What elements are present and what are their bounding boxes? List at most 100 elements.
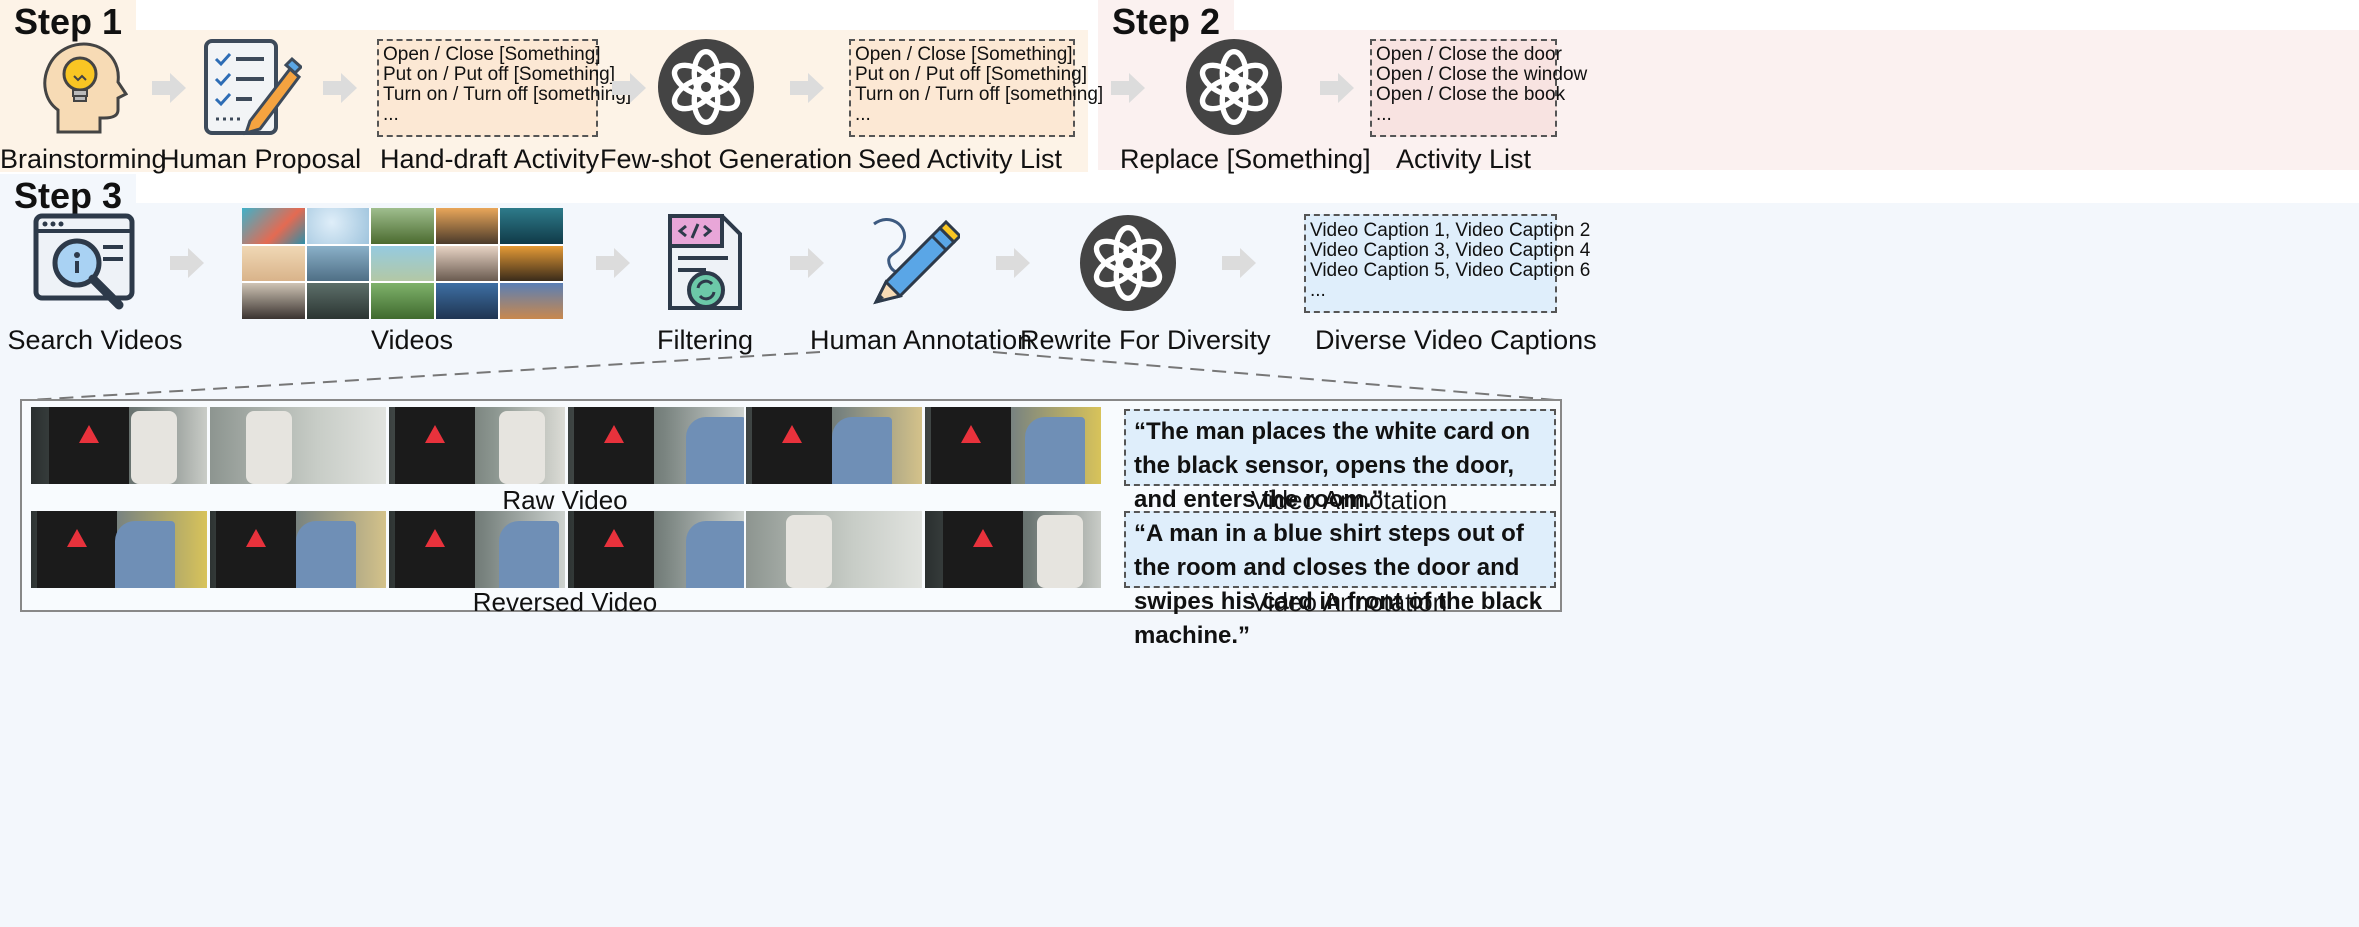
- arrow-icon: [323, 73, 357, 103]
- code-file-sync-icon: [668, 214, 742, 310]
- caption-filtering: Filtering: [656, 325, 754, 355]
- arrow-icon: [790, 73, 824, 103]
- video-thumbnail[interactable]: [306, 208, 370, 244]
- caption-hand-draft: Hand-draft Activity: [380, 144, 600, 174]
- sensor-light: [973, 529, 993, 547]
- sensor-light: [425, 425, 445, 443]
- seed-line: Put on / Put off [Something]: [855, 64, 1088, 85]
- video-frame: [568, 511, 744, 588]
- person-sleeve: [686, 417, 744, 484]
- caption-human-proposal: Human Proposal: [160, 144, 362, 174]
- video-thumbnail[interactable]: [435, 208, 499, 244]
- seed-line: ...: [855, 104, 871, 125]
- video-frame: [746, 511, 922, 588]
- arrow-icon: [612, 73, 646, 103]
- video-thumbnail[interactable]: [306, 283, 370, 319]
- sensor-device: [574, 407, 654, 484]
- video-thumbnail[interactable]: [371, 245, 434, 282]
- openai-logo: [1079, 214, 1177, 312]
- person-sleeve: [499, 521, 559, 588]
- sensor-light: [67, 529, 87, 547]
- video-thumbnail[interactable]: [371, 283, 434, 319]
- video-thumbnail[interactable]: [500, 208, 563, 244]
- caption-human-annotation: Human Annotation: [810, 325, 1033, 355]
- caption-brainstorming: Brainstorming: [0, 144, 167, 174]
- white-card: [1037, 515, 1083, 588]
- pencil-scribble-icon: [873, 217, 960, 305]
- step2-label: Step 2: [1098, 0, 1235, 44]
- sensor-light: [961, 425, 981, 443]
- seed-activity-box: Open / Close [Something] Put on / Put of…: [849, 39, 1104, 137]
- reversed-video-label: Reversed Video: [472, 587, 658, 617]
- video-thumbnail[interactable]: [371, 208, 434, 244]
- white-card: [499, 411, 545, 484]
- caption-line: Video Caption 3, Video Caption 4: [1310, 240, 1591, 261]
- caption-diverse: Diverse Video Captions: [1315, 325, 1597, 355]
- arrow-icon: [790, 248, 824, 278]
- caption-rewrite: Rewrite For Diversity: [1020, 325, 1271, 355]
- person-sleeve: [1025, 417, 1085, 484]
- zoom-connector: [29, 351, 1556, 401]
- handdraft-activity-box: Open / Close [Something] Put on / Put of…: [377, 39, 632, 137]
- sensor-device: [752, 407, 832, 484]
- handdraft-line: ...: [383, 104, 399, 125]
- video-thumbnail[interactable]: [242, 283, 305, 319]
- sensor-device: [574, 511, 654, 588]
- sensor-light: [79, 425, 99, 443]
- sensor-light: [425, 529, 445, 547]
- video-thumbnail[interactable]: [500, 245, 563, 282]
- video-thumbnail[interactable]: [242, 245, 305, 282]
- caption-line: ...: [1310, 280, 1326, 301]
- sensor-device: [216, 511, 296, 588]
- arrow-icon: [1320, 73, 1354, 103]
- sensor-device: [931, 407, 1011, 484]
- video-thumbnail[interactable]: [435, 283, 499, 319]
- handdraft-line: Open / Close [Something]: [383, 44, 601, 65]
- activity-line: Open / Close the window: [1376, 64, 1588, 85]
- sensor-device: [395, 511, 475, 588]
- person-sleeve: [686, 521, 744, 588]
- openai-logo: [1185, 38, 1283, 136]
- browser-search-icon: [33, 213, 135, 310]
- white-card: [246, 411, 292, 484]
- video-thumbnail-grid: [242, 208, 563, 319]
- arrow-icon: [996, 248, 1030, 278]
- video-thumbnail[interactable]: [435, 245, 499, 282]
- sensor-light: [604, 425, 624, 443]
- video-frame: [568, 407, 744, 484]
- brain-bulb-icon: [43, 42, 128, 134]
- step2-panel: [1098, 30, 2359, 170]
- handdraft-line: Turn on / Turn off [something]: [383, 84, 632, 105]
- arrow-icon: [1222, 248, 1256, 278]
- activity-list-box: Open / Close the door Open / Close the w…: [1370, 39, 1588, 137]
- person-sleeve: [296, 521, 356, 588]
- seed-line: Turn on / Turn off [something]: [855, 84, 1104, 105]
- sensor-light: [246, 529, 266, 547]
- video-frame: [925, 407, 1101, 484]
- activity-line: ...: [1376, 104, 1392, 125]
- step3-label: Step 3: [0, 174, 137, 218]
- person-sleeve: [832, 417, 892, 484]
- arrow-icon: [170, 248, 204, 278]
- caption-seed-list: Seed Activity List: [857, 144, 1063, 174]
- caption-replace: Replace [Something]: [1120, 144, 1371, 174]
- caption-line: Video Caption 1, Video Caption 2: [1310, 220, 1591, 241]
- video-annotation-1: “The man places the white card on the bl…: [1124, 409, 1556, 513]
- seed-line: Open / Close [Something]: [855, 44, 1073, 65]
- person-sleeve: [115, 521, 175, 588]
- video-annotation-2: “A man in a blue shirt steps out of the …: [1124, 511, 1556, 649]
- video-thumbnail[interactable]: [306, 245, 370, 282]
- arrow-icon: [596, 248, 630, 278]
- video-frame: [210, 511, 386, 588]
- video-frame: [389, 407, 565, 484]
- video-frame: [925, 511, 1101, 588]
- video-thumbnail[interactable]: [242, 208, 305, 244]
- caption-activity-list: Activity List: [1395, 144, 1532, 174]
- activity-line: Open / Close the door: [1376, 44, 1562, 65]
- raw-video-label: Raw Video: [502, 485, 628, 515]
- caption-few-shot: Few-shot Generation: [600, 144, 853, 174]
- video-thumbnail[interactable]: [500, 283, 563, 319]
- caption-line: Video Caption 5, Video Caption 6: [1310, 260, 1591, 281]
- sensor-device: [49, 407, 129, 484]
- sensor-light: [604, 529, 624, 547]
